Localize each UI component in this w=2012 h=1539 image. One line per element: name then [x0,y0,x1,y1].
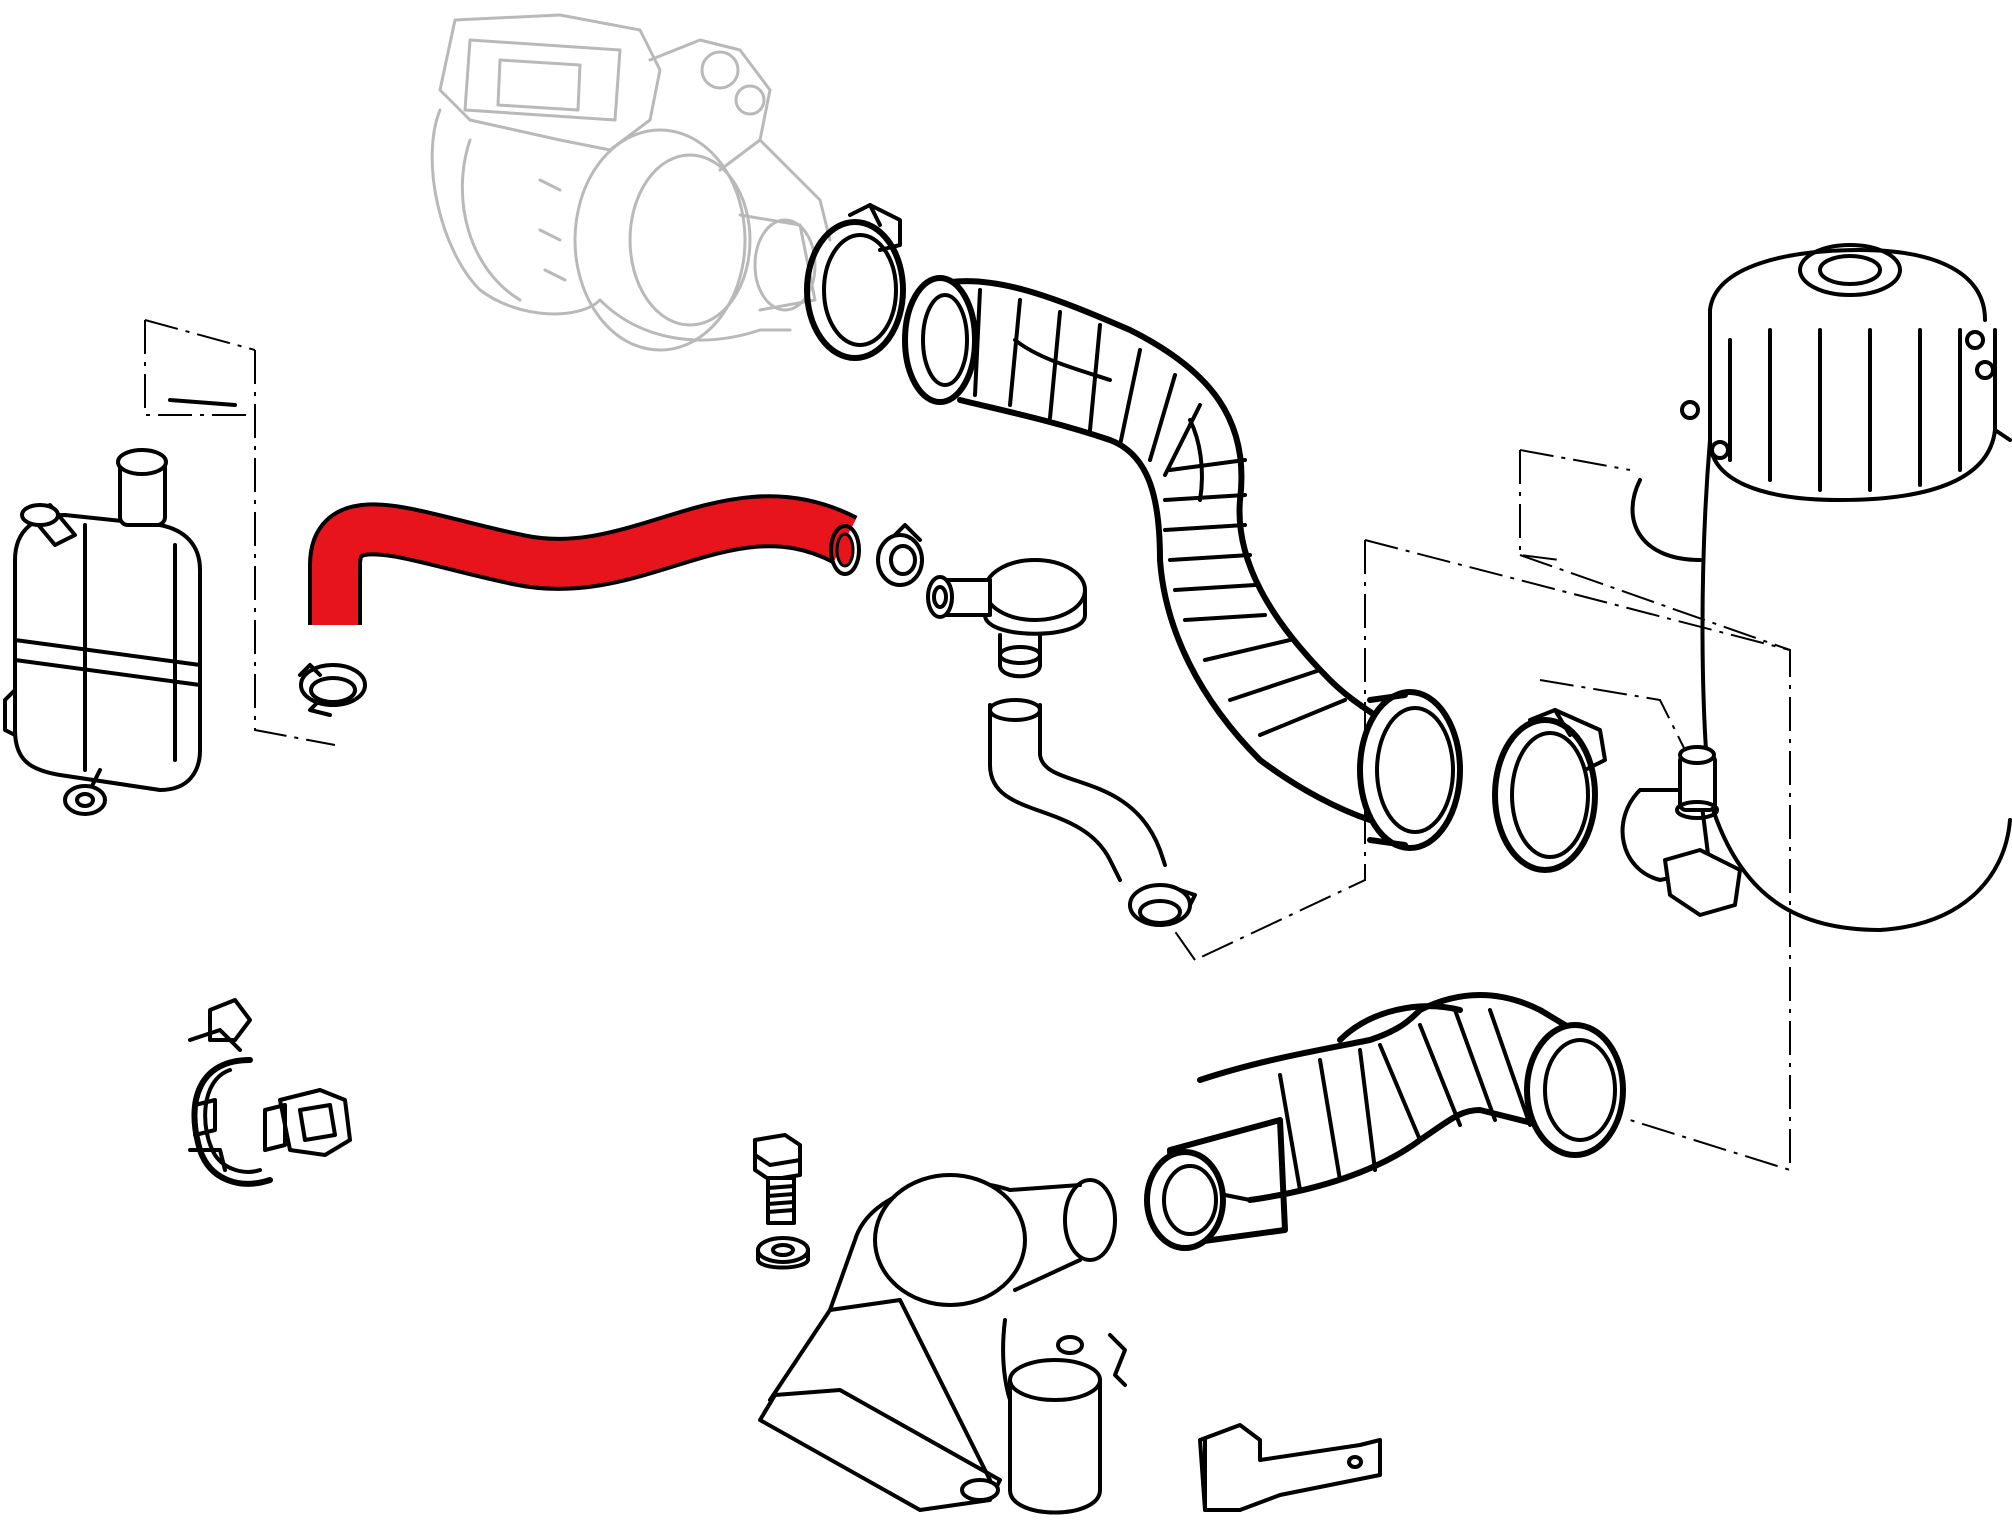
filter-outlet [1663,745,1742,917]
oil-separator [758,1173,1127,1515]
hose-clip-small [876,523,924,587]
hose-clamp-large [804,203,906,361]
drain-hose [988,698,1197,927]
reference-lines [144,319,1791,1172]
intake-hose-lower [1144,992,1626,1251]
bolt [753,1133,802,1225]
breather-valve [926,558,1087,679]
breather-hose [308,494,861,625]
intake-hose-upper-end [1357,689,1463,851]
expansion-tank [3,448,202,816]
washer [756,1236,810,1270]
air-filter-housing [1620,243,2012,932]
mounting-clip [188,998,352,1187]
bracket [1198,1423,1382,1512]
leader-line [168,398,237,407]
turbocharger [430,13,832,352]
hose-clamp-large [1492,708,1607,873]
hose-clip-small [298,663,367,717]
intake-hose-upper [902,275,1413,823]
